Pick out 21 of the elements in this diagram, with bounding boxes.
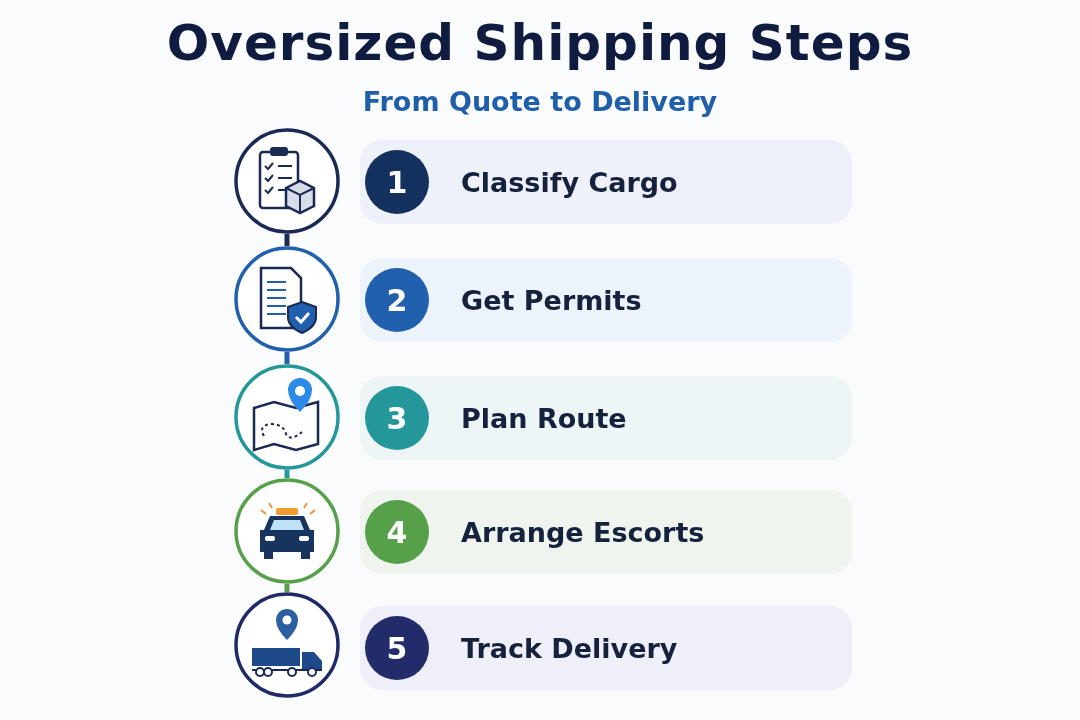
step-card xyxy=(360,490,852,574)
subtitle: From Quote to Delivery xyxy=(361,86,719,117)
connector-line xyxy=(284,470,290,478)
step-card xyxy=(360,606,852,690)
step-title: Get Permits xyxy=(461,284,642,316)
title: Oversized Shipping Steps xyxy=(165,14,915,72)
connector-line xyxy=(284,234,290,246)
step-number-badge: 2 xyxy=(365,268,429,332)
step-title: Classify Cargo xyxy=(461,166,678,198)
connector-line xyxy=(284,584,290,592)
step-title: Track Delivery xyxy=(461,632,678,664)
step-number-badge: 3 xyxy=(365,386,429,450)
step-title: Plan Route xyxy=(461,402,627,434)
step-card xyxy=(360,258,852,342)
step-number-badge: 5 xyxy=(365,616,429,680)
step-title: Arrange Escorts xyxy=(461,516,705,548)
connector-line xyxy=(284,352,290,364)
step-card xyxy=(360,376,852,460)
step-number-badge: 4 xyxy=(365,500,429,564)
step-number-badge: 1 xyxy=(365,150,429,214)
step-card xyxy=(360,140,852,224)
